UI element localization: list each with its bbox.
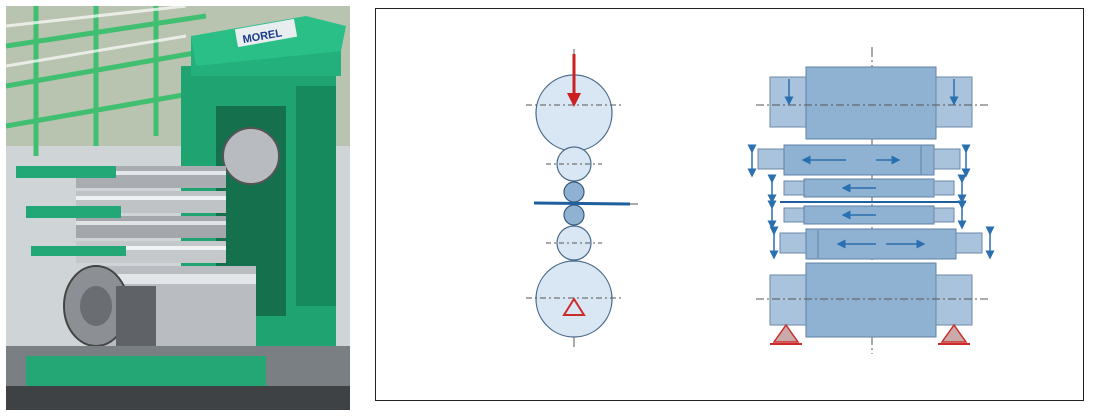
upper-work-roll xyxy=(563,181,585,203)
strip xyxy=(533,201,631,206)
load-arrow-icon xyxy=(567,54,581,107)
front-top-backup-roll xyxy=(756,66,988,140)
side-view xyxy=(526,49,638,349)
rolling-mill-photo: MOREL xyxy=(6,6,350,410)
left-support-icon xyxy=(770,323,802,345)
front-view xyxy=(747,47,995,354)
front-lower-work-roll xyxy=(767,200,967,230)
support-triangle-icon xyxy=(562,297,586,316)
front-lower-intermediate-roll xyxy=(769,226,995,260)
front-bottom-backup-roll xyxy=(756,262,988,338)
roll-stack-diagram-frame xyxy=(375,8,1084,401)
right-support-icon xyxy=(938,323,970,345)
roll-stack-diagram xyxy=(526,47,995,354)
front-upper-intermediate-roll xyxy=(747,144,971,178)
front-upper-work-roll xyxy=(767,174,967,204)
rolling-mill-illustration: MOREL xyxy=(6,6,350,410)
lower-work-roll xyxy=(563,204,585,226)
